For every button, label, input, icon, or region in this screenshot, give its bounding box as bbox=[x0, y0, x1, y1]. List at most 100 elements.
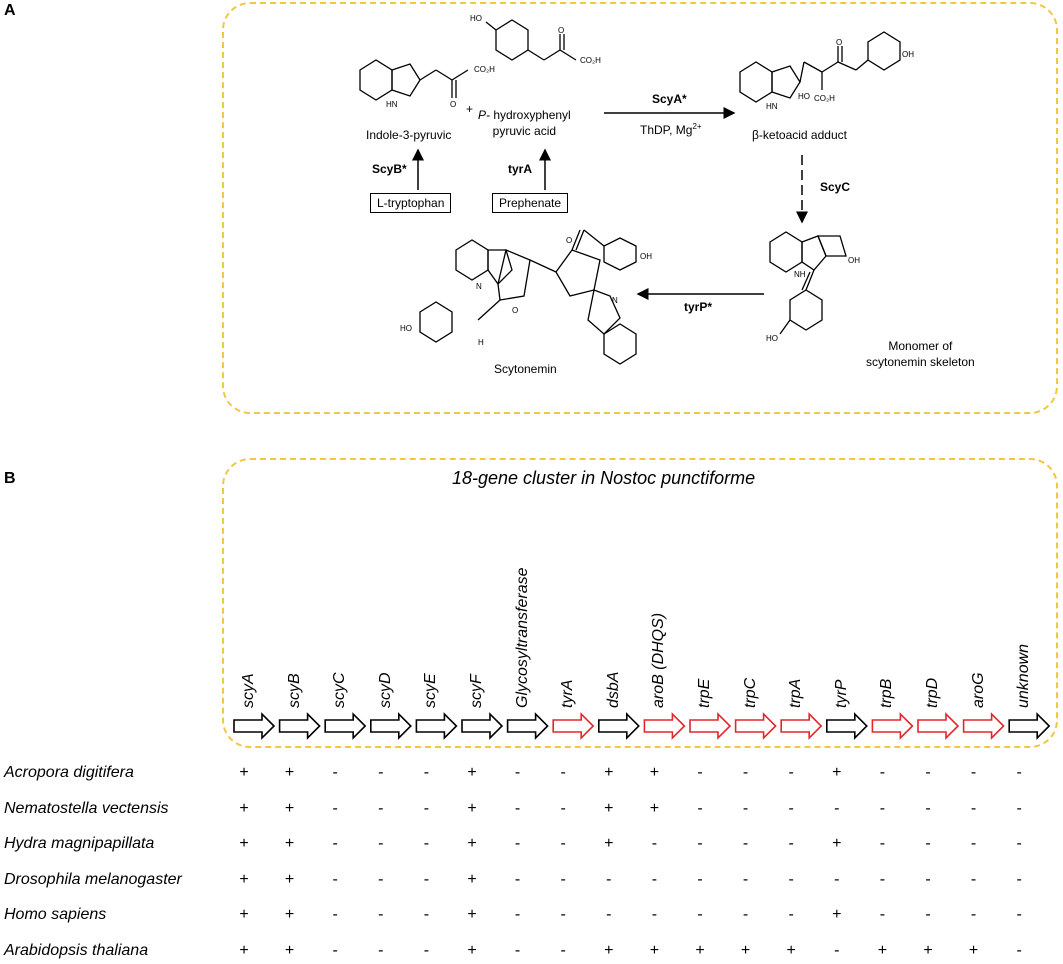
gene-arrow-14 bbox=[871, 712, 914, 740]
presence-mark: + bbox=[832, 835, 842, 852]
atom-ho-adduct: HO bbox=[798, 92, 810, 101]
presence-mark: - bbox=[925, 906, 931, 923]
presence-mark: + bbox=[239, 799, 249, 817]
gene-arrow-8 bbox=[597, 712, 640, 740]
panel-a-label: A bbox=[4, 2, 16, 19]
presence-mark: + bbox=[239, 835, 249, 852]
thdp-label: ThDP, Mg2+ bbox=[640, 122, 702, 137]
presence-mark: + bbox=[968, 941, 979, 959]
panel-b-frame bbox=[222, 458, 1058, 748]
presence-mark: - bbox=[378, 870, 384, 888]
presence-mark: + bbox=[284, 906, 295, 923]
presence-mark: - bbox=[970, 764, 977, 781]
presence-mark: - bbox=[879, 764, 886, 781]
presence-mark: - bbox=[514, 906, 521, 923]
presence-mark: - bbox=[560, 870, 566, 888]
presence-mark: - bbox=[560, 941, 566, 959]
gene-arrow-5 bbox=[461, 712, 504, 740]
atom-hn-indole: HN bbox=[386, 100, 398, 109]
atom-hn-adduct: HN bbox=[766, 102, 778, 111]
presence-mark: - bbox=[742, 906, 749, 923]
presence-mark: - bbox=[742, 799, 749, 817]
presence-mark: - bbox=[788, 906, 794, 923]
presence-mark: + bbox=[467, 941, 477, 959]
presence-mark: + bbox=[740, 941, 751, 959]
atom-o-phpp: O bbox=[558, 26, 565, 35]
presence-mark: - bbox=[378, 799, 384, 817]
atom-co2h-phpp: CO₂H bbox=[580, 56, 601, 65]
l-tryptophan-box: L-tryptophan bbox=[370, 193, 452, 213]
presence-mark: - bbox=[332, 906, 338, 923]
gene-arrow-10 bbox=[689, 712, 732, 740]
species-name-4: Homo sapiens bbox=[4, 906, 107, 923]
presence-mark: - bbox=[834, 941, 840, 959]
presence-mark: - bbox=[560, 906, 566, 923]
presence-mark: - bbox=[606, 906, 612, 923]
scyc-label: ScyC bbox=[820, 180, 851, 194]
presence-mark: - bbox=[1016, 941, 1022, 959]
presence-mark: - bbox=[1016, 799, 1022, 817]
presence-mark: - bbox=[697, 906, 703, 923]
presence-mark: + bbox=[923, 941, 933, 959]
presence-mark: - bbox=[970, 906, 977, 923]
presence-mark: - bbox=[1016, 764, 1022, 781]
gene-arrow-6 bbox=[506, 712, 549, 740]
presence-mark: - bbox=[1016, 906, 1022, 923]
presence-mark: + bbox=[239, 870, 249, 888]
gene-arrow-12 bbox=[780, 712, 823, 740]
plus-sign: + bbox=[466, 102, 474, 116]
presence-mark: + bbox=[604, 941, 614, 959]
presence-mark: + bbox=[604, 835, 614, 852]
gene-arrow-4 bbox=[415, 712, 458, 740]
scya-label: ScyA* bbox=[652, 92, 687, 106]
presence-mark: + bbox=[284, 764, 295, 781]
gene-arrow-7 bbox=[552, 712, 595, 740]
presence-mark: - bbox=[651, 835, 658, 852]
presence-mark: - bbox=[742, 764, 749, 781]
presence-mark: - bbox=[925, 870, 931, 888]
presence-mark: - bbox=[1016, 870, 1022, 888]
gene-arrow-2 bbox=[324, 712, 367, 740]
presence-mark: - bbox=[651, 870, 658, 888]
cluster-title: 18-gene cluster in Nostoc punctiforme bbox=[452, 468, 756, 488]
species-name-1: Nematostella vectensis bbox=[4, 799, 169, 817]
atom-n-left: N bbox=[476, 282, 482, 291]
presence-mark: - bbox=[514, 835, 521, 852]
presence-mark: - bbox=[378, 764, 384, 781]
presence-mark: - bbox=[332, 835, 338, 852]
presence-mark: + bbox=[604, 799, 614, 817]
presence-mark: + bbox=[832, 906, 842, 923]
monomer-structure bbox=[769, 231, 847, 335]
presence-mark: - bbox=[378, 906, 384, 923]
presence-mark: - bbox=[742, 835, 749, 852]
presence-mark: + bbox=[284, 941, 295, 959]
atom-oh-scytonemin: OH bbox=[640, 252, 652, 261]
presence-mark: + bbox=[239, 764, 249, 781]
presence-mark: - bbox=[970, 799, 977, 817]
atom-n-right: N bbox=[612, 296, 618, 305]
presence-mark: - bbox=[514, 941, 521, 959]
presence-mark: - bbox=[378, 941, 384, 959]
presence-mark: - bbox=[423, 764, 430, 781]
atom-ho-phpp: HO bbox=[470, 14, 482, 23]
atom-nh-monomer: NH bbox=[794, 270, 806, 279]
indole-3-pyruvic-structure bbox=[359, 59, 469, 101]
tyra-label: tyrA bbox=[508, 162, 533, 176]
atom-o-adduct: O bbox=[836, 38, 843, 47]
presence-mark: + bbox=[649, 764, 660, 781]
presence-mark: - bbox=[423, 941, 430, 959]
presence-mark: + bbox=[604, 764, 614, 781]
gene-arrow-17 bbox=[1008, 712, 1051, 740]
beta-ketoacid-adduct-label: β-ketoacid adduct bbox=[752, 128, 847, 142]
gene-arrow-16 bbox=[962, 712, 1005, 740]
presence-mark: - bbox=[925, 764, 931, 781]
presence-mark: + bbox=[786, 941, 796, 959]
presence-mark: - bbox=[606, 870, 612, 888]
presence-mark: + bbox=[649, 941, 660, 959]
presence-mark: - bbox=[925, 799, 931, 817]
presence-mark: + bbox=[467, 799, 477, 817]
presence-mark: + bbox=[467, 870, 477, 888]
presence-mark: + bbox=[284, 835, 295, 852]
